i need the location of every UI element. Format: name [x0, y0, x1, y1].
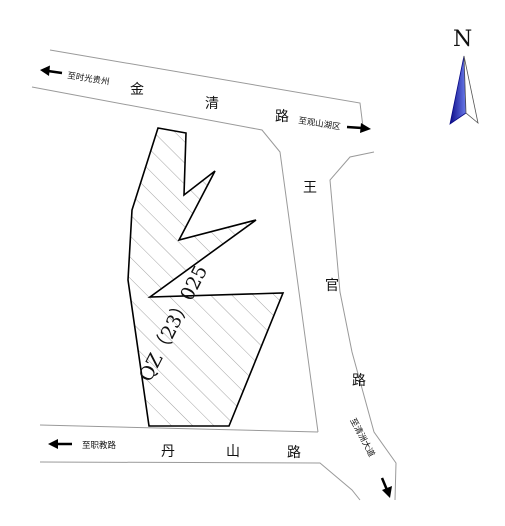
arrowhead-icon: [40, 65, 50, 76]
jinqing-road-south-edge: [31, 86, 319, 433]
arrowhead-icon: [382, 486, 392, 498]
parcel: QZ（23）025: [127, 127, 285, 427]
direction-note: 至观山湖区: [298, 115, 342, 133]
direction-note: 至时光贵州: [67, 70, 111, 88]
road-char: 路: [352, 373, 366, 389]
arrowhead-icon: [48, 439, 58, 449]
road-lines: [31, 49, 397, 501]
arrow-left-icon: [47, 69, 63, 75]
road-char: 清: [205, 96, 219, 112]
wangguan-road-east-edge: [329, 151, 397, 501]
north-arrow: N: [449, 27, 479, 125]
note-to-qingzhen: 至清洲大道: [347, 416, 392, 498]
danshan-road-label: 丹 山 路: [161, 444, 301, 461]
parcel-boundary: [127, 127, 285, 427]
north-arrow-icon: [449, 55, 467, 125]
arrowhead-icon: [360, 123, 371, 133]
arrow-right-icon: [346, 125, 363, 130]
note-to-zhijiao: 至职教路: [48, 439, 117, 451]
direction-note: 至职教路: [82, 440, 117, 451]
north-label: N: [453, 27, 472, 52]
arrow-down-icon: [380, 477, 389, 491]
road-char: 丹: [161, 444, 175, 460]
jinqing-road-north-edge: [49, 49, 364, 128]
jinqing-road-label: 金 清 路: [130, 82, 289, 125]
road-char: 路: [287, 445, 301, 461]
direction-note: 至清洲大道: [347, 416, 377, 459]
road-char: 官: [325, 278, 339, 294]
note-to-shiguang: 至时光贵州: [40, 65, 111, 88]
danshan-road-north-edge: [39, 424, 319, 433]
road-char: 金: [130, 82, 144, 98]
north-arrow-outline: [463, 55, 479, 125]
note-to-guanshanhu: 至观山湖区: [298, 115, 371, 133]
road-char: 山: [226, 444, 240, 460]
road-char: 路: [275, 109, 289, 125]
road-char: 王: [303, 180, 317, 196]
danshan-road-south-edge: [39, 461, 361, 501]
wangguan-road-label: 王 官 路: [303, 180, 366, 389]
